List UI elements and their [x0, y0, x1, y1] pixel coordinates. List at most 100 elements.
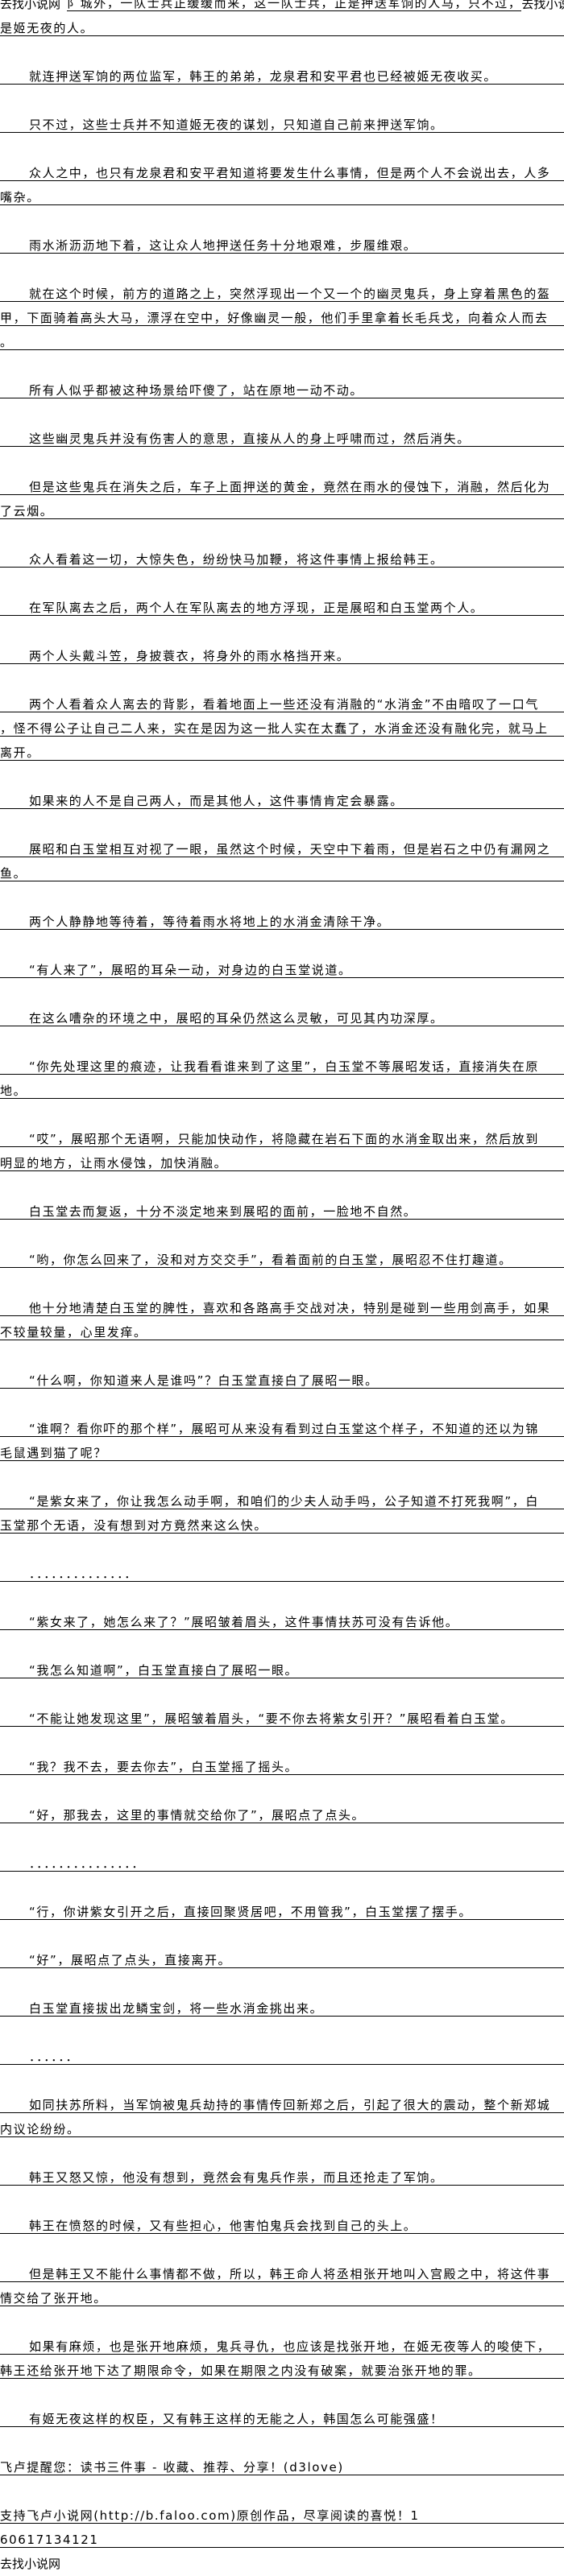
first-line-text: 阝城外，一队士兵正缓缓而来，这一队士兵，正是押送军饷的人马，只不过， [67, 0, 522, 11]
text-line: 情交给了张开地。 [0, 2282, 564, 2306]
text-line: 众人看着这一切，大惊失色，纷纷快马加鞭，将这件事情上报给韩王。 [0, 543, 564, 568]
line-text: “我怎么知道啊”，白玉堂直接白了展昭一眼。 [29, 1663, 299, 1678]
text-line: “行，你讲紫女引开之后，直接回聚贤居吧，不用管我”，白玉堂摆了摆手。 [0, 1896, 564, 1920]
blank-line [0, 1727, 564, 1751]
line-text: 韩王在愤怒的时候，又有些担心，他害怕鬼兵会找到自己的头上。 [29, 2219, 417, 2233]
paragraph: 众人之中，也只有龙泉君和安平君知道将要发生什么事情，但是两个人不会说出去，人多嘴… [0, 157, 564, 229]
paragraph: 如果来的人不是自己两人，而是其他人，这件事情肯定会暴露。 [0, 785, 564, 833]
text-line: ．．．．．．．．．．．．．． [0, 1558, 564, 1582]
text-line: 不较量较量，心里发痒。 [0, 1316, 564, 1340]
text-line: 白玉堂直接拔出龙鳞宝剑，将一些水消金挑出来。 [0, 1992, 564, 2017]
blank-line [0, 2306, 564, 2330]
reminder-text: 飞卢提醒您：读书三件事 - 收藏、推荐、分享！(d3love) [0, 2460, 344, 2475]
line-text: 两个人看着众人离去的背影，看着地面上一些还没有消融的“水消金”不由暗叹了一口气 [29, 697, 539, 712]
blank-line [0, 1461, 564, 1485]
text-line: 就连押送军饷的两位监军，韩王的弟弟，龙泉君和安平君也已经被姬无夜收买。 [0, 60, 564, 85]
footer-site-name[interactable]: 去找小说网 [0, 2557, 61, 2571]
line-text: “哎”，展昭那个无语啊，只能加快动作，将隐藏在岩石下面的水消金取出来，然后放到 [29, 1132, 539, 1146]
blank-line [0, 664, 564, 688]
line-text: 内议论纷纷。 [0, 2122, 81, 2136]
support-text[interactable]: 支持飞卢小说网(http://b.faloo.com)原创作品，尽享阅读的喜悦！… [0, 2508, 420, 2523]
blank-line [0, 1630, 564, 1654]
paragraph: “什么啊，你知道来人是谁吗”？白玉堂直接白了展昭一眼。 [0, 1364, 564, 1413]
paragraph: 他十分地清楚白玉堂的脾性，喜欢和各路高手交战对决，特别是碰到一些用剑高手，如果不… [0, 1292, 564, 1364]
line-text: “好，那我去，这里的事情就交给你了”，展昭点了点头。 [29, 1808, 366, 1823]
line-text: 他十分地清楚白玉堂的脾性，喜欢和各路高手交战对决，特别是碰到一些用剑高手，如果 [29, 1301, 551, 1315]
paragraph: “哎”，展昭那个无语啊，只能加快动作，将隐藏在岩石下面的水消金取出来，然后放到明… [0, 1123, 564, 1195]
text-line: 有姬无夜这样的权臣，又有韩王这样的无能之人，韩国怎么可能强盛！ [0, 2403, 564, 2427]
text-line: 是姬无夜的人。 [0, 12, 564, 36]
blank-line [0, 809, 564, 833]
text-line: 这些幽灵鬼兵并没有伤害人的意思，直接从人的身上呼啸而过，然后消失。 [0, 423, 564, 447]
site-name-left[interactable]: 去找小说网 [0, 0, 61, 11]
blank-line [0, 1389, 564, 1413]
line-text: 情交给了张开地。 [0, 2291, 107, 2306]
paragraph: ．．．．．． [0, 2041, 564, 2089]
paragraph: ．．．．．．．．．．．．．．． [0, 1847, 564, 1896]
line-text: 。 [0, 335, 14, 349]
paragraph: 两个人静静地等待着，等待着雨水将地上的水消金清除干净。 [0, 906, 564, 954]
text-line: 两个人静静地等待着，等待着雨水将地上的水消金清除干净。 [0, 906, 564, 930]
text-line: ，怪不得公子让自己二人来，实在是因为这一批人实在太蠢了，水消金还没有融化完，就马… [0, 712, 564, 737]
line-text: “紫女来了，她怎么来了？”展昭皱着眉头，这件事情扶苏可没有告诉他。 [29, 1615, 459, 1629]
blank-line [0, 1775, 564, 1799]
line-text: 只不过，这些士兵并不知道姬无夜的谋划，只知道自己前来押送军饷。 [29, 118, 444, 132]
site-name-right[interactable]: 去找小说网 [521, 0, 564, 11]
text-line: 甲，下面骑着高头大马，漂浮在空中，好像幽灵一般，他们手里拿着长毛兵戈，向着众人而… [0, 302, 564, 326]
line-text: “谁啊？看你吓的那个样”，展昭可从来没有看到过白玉堂这个样子，不知道的还以为锦 [29, 1422, 539, 1436]
line-text: 这些幽灵鬼兵并没有伤害人的意思，直接从人的身上呼啸而过，然后消失。 [29, 431, 471, 446]
line-text: 离开。 [0, 745, 40, 760]
text-line: 。 [0, 326, 564, 350]
blank-line [0, 881, 564, 906]
line-text: “有人来了”，展昭的耳朵一动，对身边的白玉堂说道。 [29, 963, 352, 977]
line-text: 甲，下面骑着高头大马，漂浮在空中，好像幽灵一般，他们手里拿着长毛兵戈，向着众人而… [0, 311, 549, 325]
line-text: 雨水淅沥沥地下着，这让众人地押送任务十分地艰难，步履维艰。 [29, 238, 417, 253]
line-text: 如果来的人不是自己两人，而是其他人，这件事情肯定会暴露。 [29, 794, 404, 808]
paragraph: 如果有麻烦，也是张开地麻烦，鬼兵寻仇，也应该是找张开地，在姬无夜等人的唆使下，韩… [0, 2330, 564, 2403]
blank-line [0, 254, 564, 278]
line-text: “我？我不去，要去你去”，白玉堂摇了摇头。 [29, 1760, 299, 1774]
blank-line [0, 1171, 564, 1195]
text-line: 如果来的人不是自己两人，而是其他人，这件事情肯定会暴露。 [0, 785, 564, 809]
blank-line [0, 616, 564, 640]
line-text: 就在这个时候，前方的道路之上，突然浮现出一个又一个的幽灵鬼兵，身上穿着黑色的盔 [29, 287, 551, 301]
paragraph: 这些幽灵鬼兵并没有伤害人的意思，直接从人的身上呼啸而过，然后消失。 [0, 423, 564, 471]
line-text: 地。 [0, 1084, 27, 1098]
support-line: 支持飞卢小说网(http://b.faloo.com)原创作品，尽享阅读的喜悦！… [0, 2500, 564, 2524]
text-line: 两个人头戴斗笠，身披蓑衣，将身外的雨水格挡开来。 [0, 640, 564, 664]
line-text: “什么啊，你知道来人是谁吗”？白玉堂直接白了展昭一眼。 [29, 1373, 379, 1388]
line-text: “行，你讲紫女引开之后，直接回聚贤居吧，不用管我”，白玉堂摆了摆手。 [29, 1905, 472, 1919]
paragraph: 如同扶苏所料，当军饷被鬼兵劫持的事情传回新郑之后，引起了很大的震动，整个新郑城内… [0, 2089, 564, 2161]
line-text: 如果有麻烦，也是张开地麻烦，鬼兵寻仇，也应该是找张开地，在姬无夜等人的唆使下， [29, 2339, 551, 2354]
paragraph: 白玉堂直接拔出龙鳞宝剑，将一些水消金挑出来。 [0, 1992, 564, 2041]
blank-line [0, 2379, 564, 2403]
line-text: ．．．．．．．．．．．．．． [29, 1567, 138, 1581]
blank-line [0, 2065, 564, 2089]
blank-line [0, 36, 564, 60]
line-text: “好”，展昭点了点头，直接离开。 [29, 1953, 232, 1967]
line-text: ，怪不得公子让自己二人来，实在是因为这一批人实在太蠢了，水消金还没有融化完，就马… [0, 721, 549, 736]
text-line: ．．．．．． [0, 2041, 564, 2065]
blank-line [0, 930, 564, 954]
text-line: “好”，展昭点了点头，直接离开。 [0, 1944, 564, 1968]
blank-line [0, 568, 564, 592]
blank-line [0, 1340, 564, 1364]
paragraph: 众人看着这一切，大惊失色，纷纷快马加鞭，将这件事情上报给韩王。 [0, 543, 564, 592]
blank-line [0, 2137, 564, 2161]
text-line: 离开。 [0, 737, 564, 761]
paragraph: 就连押送军饷的两位监军，韩王的弟弟，龙泉君和安平君也已经被姬无夜收买。 [0, 60, 564, 109]
text-line: “不能让她发现这里”，展昭皱着眉头，“要不你去将紫女引开？”展昭看着白玉堂。 [0, 1703, 564, 1727]
blank-line [0, 1220, 564, 1244]
paragraph: “你先处理这里的痕迹，让我看看谁来到了这里”，白玉堂不等展昭发话，直接消失在原地… [0, 1051, 564, 1123]
line-text: “是紫女来了，你让我怎么动手啊，和咱们的少夫人动手吗，公子知道不打死我啊”，白 [29, 1494, 539, 1509]
paragraph: 在这么嘈杂的环境之中，展昭的耳朵仍然这么灵敏，可见其内功深厚。 [0, 1002, 564, 1051]
line-text: 玉堂那个无语，没有想到对方竟然来这么快。 [0, 1518, 268, 1533]
blank-line [0, 761, 564, 785]
paragraph: 两个人看着众人离去的背影，看着地面上一些还没有消融的“水消金”不由暗叹了一口气 ，… [0, 688, 564, 785]
text-line: 内议论纷纷。 [0, 2113, 564, 2137]
text-line: 在这么嘈杂的环境之中，展昭的耳朵仍然这么灵敏，可见其内功深厚。 [0, 1002, 564, 1026]
line-text: 不较量较量，心里发痒。 [0, 1325, 147, 1340]
paragraph: 所有人似乎都被这种场景给吓傻了，站在原地一动不动。 [0, 374, 564, 423]
text-line: 就在这个时候，前方的道路之上，突然浮现出一个又一个的幽灵鬼兵，身上穿着黑色的盔 [0, 278, 564, 302]
